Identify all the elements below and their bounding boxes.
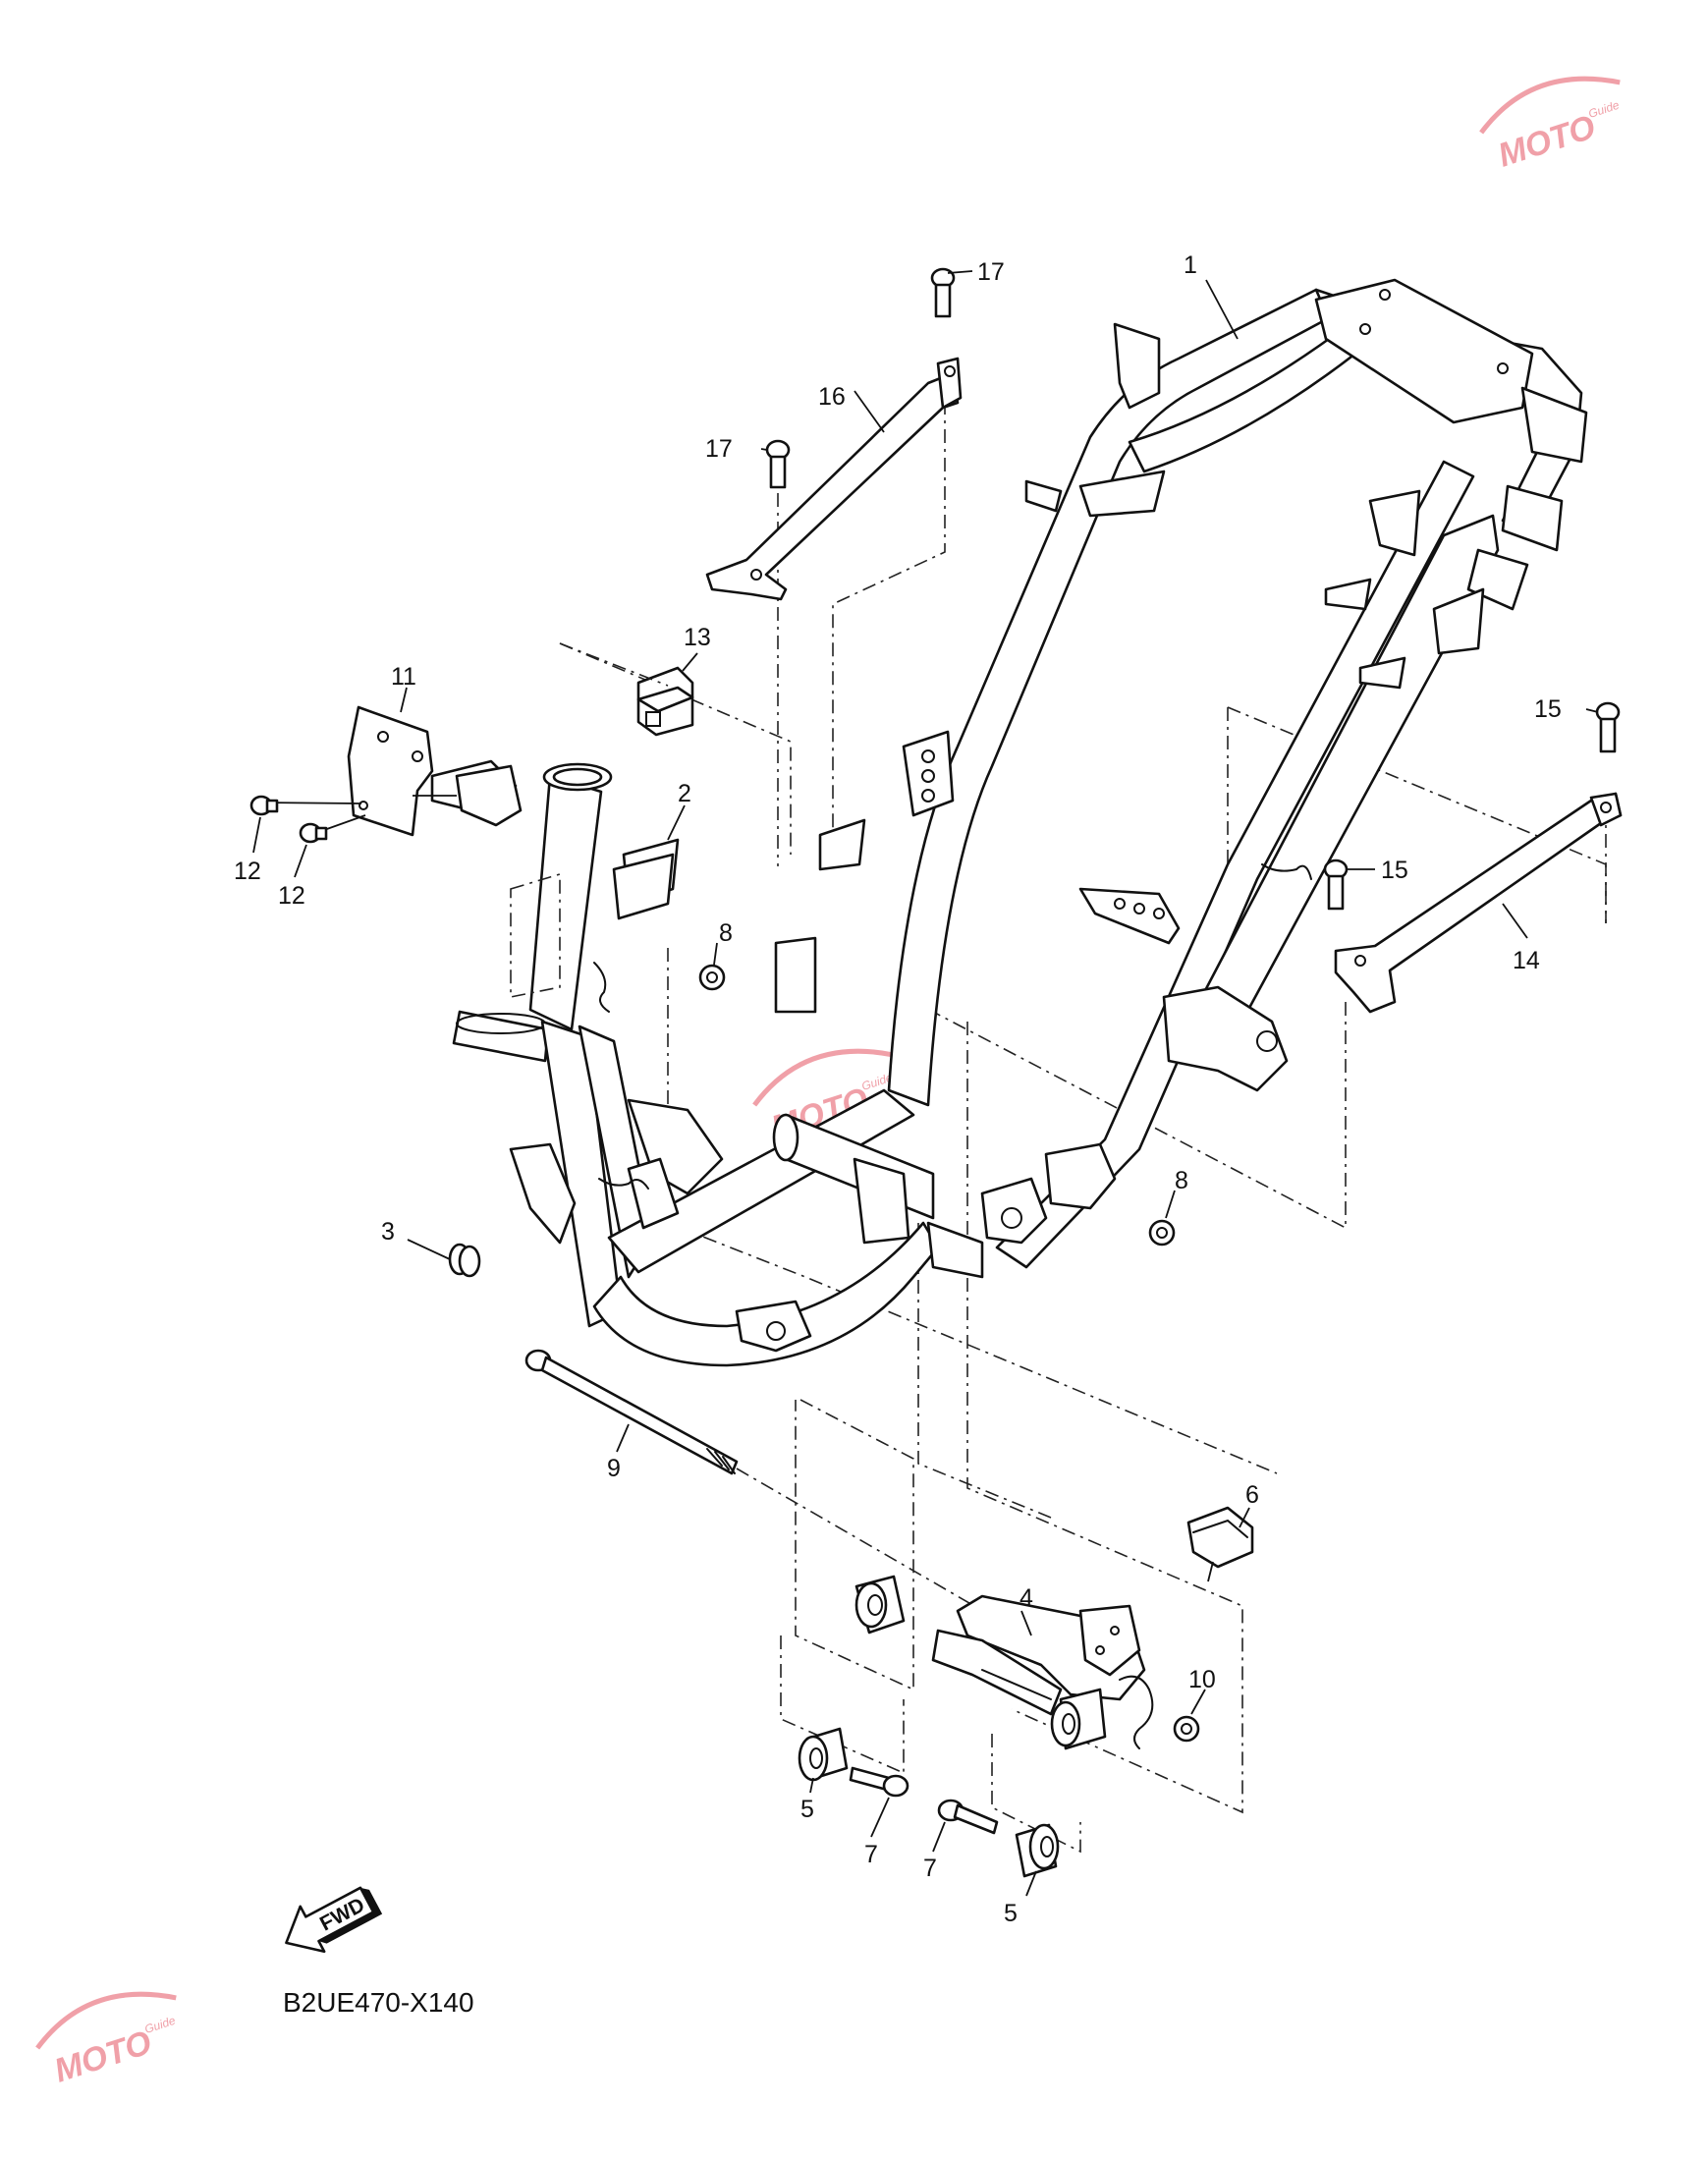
- bushing-4-right: [1050, 1688, 1107, 1750]
- callout-17b: 17: [705, 435, 733, 463]
- callout-6: 6: [1245, 1481, 1259, 1509]
- callout-15a: 15: [1534, 695, 1562, 723]
- callout-1: 1: [1184, 251, 1197, 279]
- bolt-12a: [249, 795, 279, 816]
- callout-11: 11: [391, 663, 416, 691]
- callout-8b: 8: [1175, 1167, 1188, 1194]
- bolt-9: [524, 1349, 1052, 1651]
- bolt-15b: [1323, 859, 1349, 911]
- rubber-6: [1186, 1506, 1254, 1569]
- watermark-bottom-left: MOTO Guide: [35, 1991, 178, 2090]
- svg-text:Guide: Guide: [143, 2014, 178, 2036]
- callout-14: 14: [1513, 947, 1540, 974]
- callout-3: 3: [381, 1218, 395, 1246]
- engine-bracket-4: [931, 1594, 1154, 1749]
- fwd-arrow-icon: FWD: [285, 1886, 383, 1954]
- callout-2: 2: [678, 780, 691, 807]
- leader-lines: [252, 270, 1599, 1897]
- bolt-12b: [299, 822, 328, 844]
- stay-14: [1334, 792, 1623, 1014]
- callout-5b: 5: [1004, 1900, 1018, 1927]
- bolt-15a: [1595, 701, 1621, 753]
- callout-8a: 8: [719, 919, 733, 947]
- bracket-11: [259, 705, 523, 837]
- grommet-3: [448, 1243, 481, 1278]
- callout-13: 13: [684, 624, 711, 651]
- bushing-4-left: [854, 1575, 906, 1635]
- nut-8b: [1148, 1219, 1176, 1247]
- main-frame: [452, 278, 1588, 1367]
- bolt-7a: [849, 1766, 909, 1798]
- diagram-code: B2UE470-X140: [283, 1987, 474, 2018]
- callout-9: 9: [607, 1455, 621, 1482]
- callout-7b: 7: [923, 1855, 937, 1882]
- stay-16: [705, 357, 963, 601]
- callout-5a: 5: [800, 1796, 814, 1823]
- nut-8a: [698, 964, 726, 991]
- collar-5a: [798, 1727, 849, 1782]
- bolt-17b: [765, 439, 791, 489]
- callout-labels: 1 2 3 4 5 5 6 7 7 8 8 9 10 11 12 12 13 1…: [234, 251, 1562, 1927]
- cover-13: [636, 666, 694, 737]
- caution-label: [612, 853, 675, 920]
- collar-5b: [1015, 1823, 1060, 1878]
- callout-12b: 12: [278, 882, 305, 910]
- callout-4: 4: [1019, 1584, 1033, 1612]
- svg-text:Guide: Guide: [1587, 98, 1622, 121]
- bolt-7b: [937, 1799, 999, 1835]
- callout-10: 10: [1188, 1666, 1216, 1693]
- callout-16: 16: [818, 383, 846, 411]
- callout-12a: 12: [234, 858, 261, 885]
- watermark-top-right: MOTO Guide: [1479, 76, 1622, 175]
- svg-text:MOTO: MOTO: [50, 2023, 156, 2089]
- nut-10: [1173, 1715, 1200, 1743]
- callout-15b: 15: [1381, 857, 1408, 884]
- callout-17a: 17: [977, 258, 1005, 286]
- callout-7a: 7: [864, 1841, 878, 1868]
- svg-text:MOTO: MOTO: [1494, 108, 1600, 174]
- bolt-17a: [930, 267, 956, 318]
